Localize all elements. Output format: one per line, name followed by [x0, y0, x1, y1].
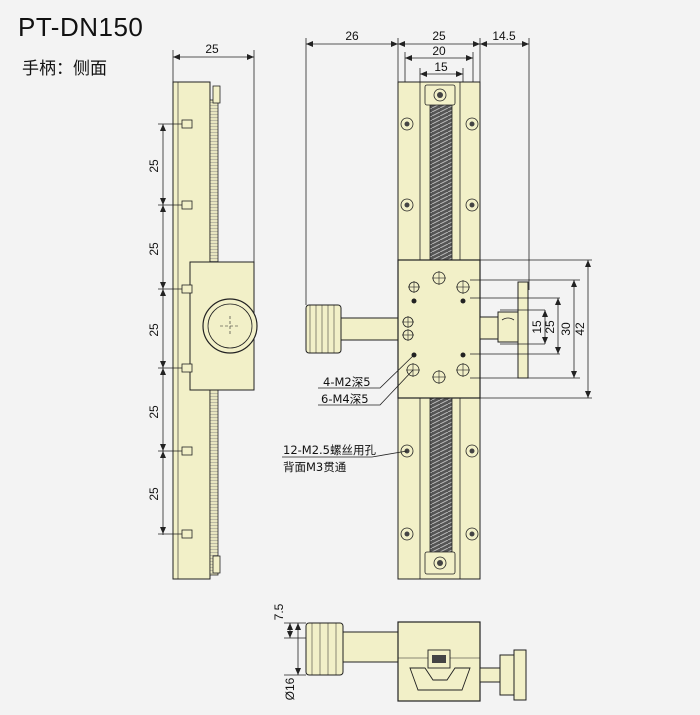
- front-knob: [305, 622, 344, 676]
- right-dim-42: 42: [573, 322, 587, 336]
- right-dim-30: 30: [559, 322, 573, 336]
- pitch-label-3: 25: [147, 323, 161, 337]
- front-clamp: [513, 649, 527, 701]
- bottom-dim-dia16: Ø16: [283, 677, 297, 700]
- clamp-plate: [517, 281, 529, 379]
- top-dim-26: 26: [345, 29, 359, 43]
- view-subtitle: 手柄：侧面: [22, 59, 107, 79]
- front-view: 7.5 Ø16: [272, 603, 527, 702]
- clamp-knob: [497, 311, 519, 343]
- bottom-dim-7-5: 7.5: [272, 603, 286, 620]
- pitch-label-2: 25: [147, 242, 161, 256]
- pitch-label-5: 25: [147, 487, 161, 501]
- handle-shaft: [340, 317, 399, 341]
- pitch-label-4: 25: [147, 405, 161, 419]
- top-dim-20: 20: [432, 44, 446, 58]
- annotation-m4: 6-M4深5: [321, 392, 369, 406]
- handle-knob: [305, 304, 342, 354]
- annotation-m25-line2: 背面M3贯通: [283, 460, 347, 474]
- top-dim-14-5: 14.5: [492, 29, 516, 43]
- annotation-m25-line1: 12-M2.5螺丝用孔: [283, 443, 376, 457]
- side-width-label: 25: [205, 42, 219, 56]
- product-title: PT-DN150: [18, 12, 144, 42]
- top-dim-25: 25: [432, 29, 446, 43]
- top-view: 26 25 14.5 20 15: [282, 29, 592, 580]
- side-view: 25 25: [147, 42, 258, 580]
- annotation-m2: 4-M2深5: [323, 375, 371, 389]
- top-dim-15: 15: [434, 60, 448, 74]
- right-dim-25: 25: [543, 320, 557, 334]
- right-dim-15: 15: [530, 320, 544, 334]
- pitch-label-1: 25: [147, 159, 161, 173]
